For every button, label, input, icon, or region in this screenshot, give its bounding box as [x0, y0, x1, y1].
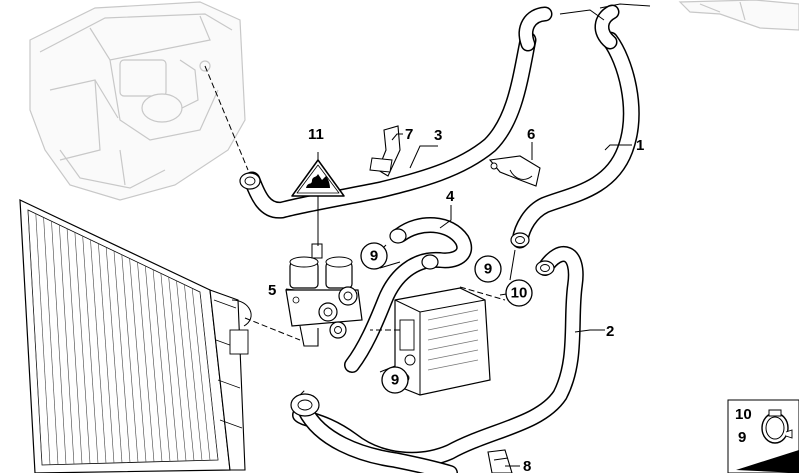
radiator-fin [105, 247, 123, 463]
circled-10: 10 [511, 285, 528, 302]
callout-3: 3 [434, 127, 442, 144]
circled-callout-10: 10 [505, 279, 533, 307]
circled-9-lower: 9 [391, 372, 399, 389]
radiator-fin [82, 236, 99, 464]
hose-lower [290, 393, 458, 473]
hose-clamp-icon [761, 409, 793, 444]
radiator-fin [184, 284, 203, 461]
radiator-fin [160, 273, 179, 462]
dashed-lines [204, 65, 506, 396]
bracket-7 [369, 125, 401, 177]
hose-1 [510, 3, 651, 249]
callout-7: 7 [405, 126, 413, 143]
circled-9-upper: 9 [370, 248, 378, 265]
legend-10: 10 [735, 406, 752, 423]
radiator-fin [66, 228, 83, 464]
radiator-fin [51, 221, 67, 465]
radiator-fin [74, 232, 91, 464]
circled-callout-9-lower: 9 [381, 366, 409, 394]
radiator-fin [145, 265, 163, 462]
callout-8: 8 [523, 458, 531, 473]
bracket-8 [487, 449, 513, 473]
callout-11: 11 [308, 126, 324, 143]
radiator-fin [137, 262, 155, 462]
radiator-fin [113, 250, 131, 463]
callout-5: 5 [268, 282, 276, 299]
auxiliary-pump-module [394, 287, 491, 396]
radiator-fin [199, 291, 219, 461]
bracket-6 [488, 155, 541, 187]
radiator [19, 199, 252, 473]
clamp-legend: 10 9 [727, 399, 799, 473]
circled-callout-9-right: 9 [474, 255, 502, 283]
radiator-fin [152, 269, 171, 462]
hot-surface-warning-icon [291, 159, 345, 197]
radiator-fin [35, 213, 51, 465]
engine-block-ghost [29, 1, 246, 201]
callout-6: 6 [527, 126, 535, 143]
radiator-fin [90, 239, 107, 464]
hose-3 [239, 6, 605, 219]
radiator-fin [176, 280, 195, 461]
radiator-fin [98, 243, 115, 464]
callout-1: 1 [636, 137, 644, 154]
water-valve-assembly [285, 243, 363, 347]
radiator-fin [191, 288, 211, 461]
legend-9: 9 [738, 429, 746, 446]
engine-fragment-ghost [678, 0, 799, 31]
radiator-fin [27, 209, 43, 466]
radiator-fin [168, 277, 187, 461]
radiator-fin [43, 217, 59, 465]
circled-9-right: 9 [484, 261, 492, 278]
callout-4: 4 [446, 188, 455, 205]
callout-2: 2 [606, 323, 614, 340]
radiator-fin [129, 258, 147, 463]
hose-4 [344, 217, 473, 373]
radiator-fin [59, 224, 75, 465]
circled-callout-9-upper: 9 [360, 242, 388, 270]
radiator-fin [121, 254, 139, 463]
callout-numbers: 1 2 3 4 5 6 7 8 11 [268, 126, 644, 473]
